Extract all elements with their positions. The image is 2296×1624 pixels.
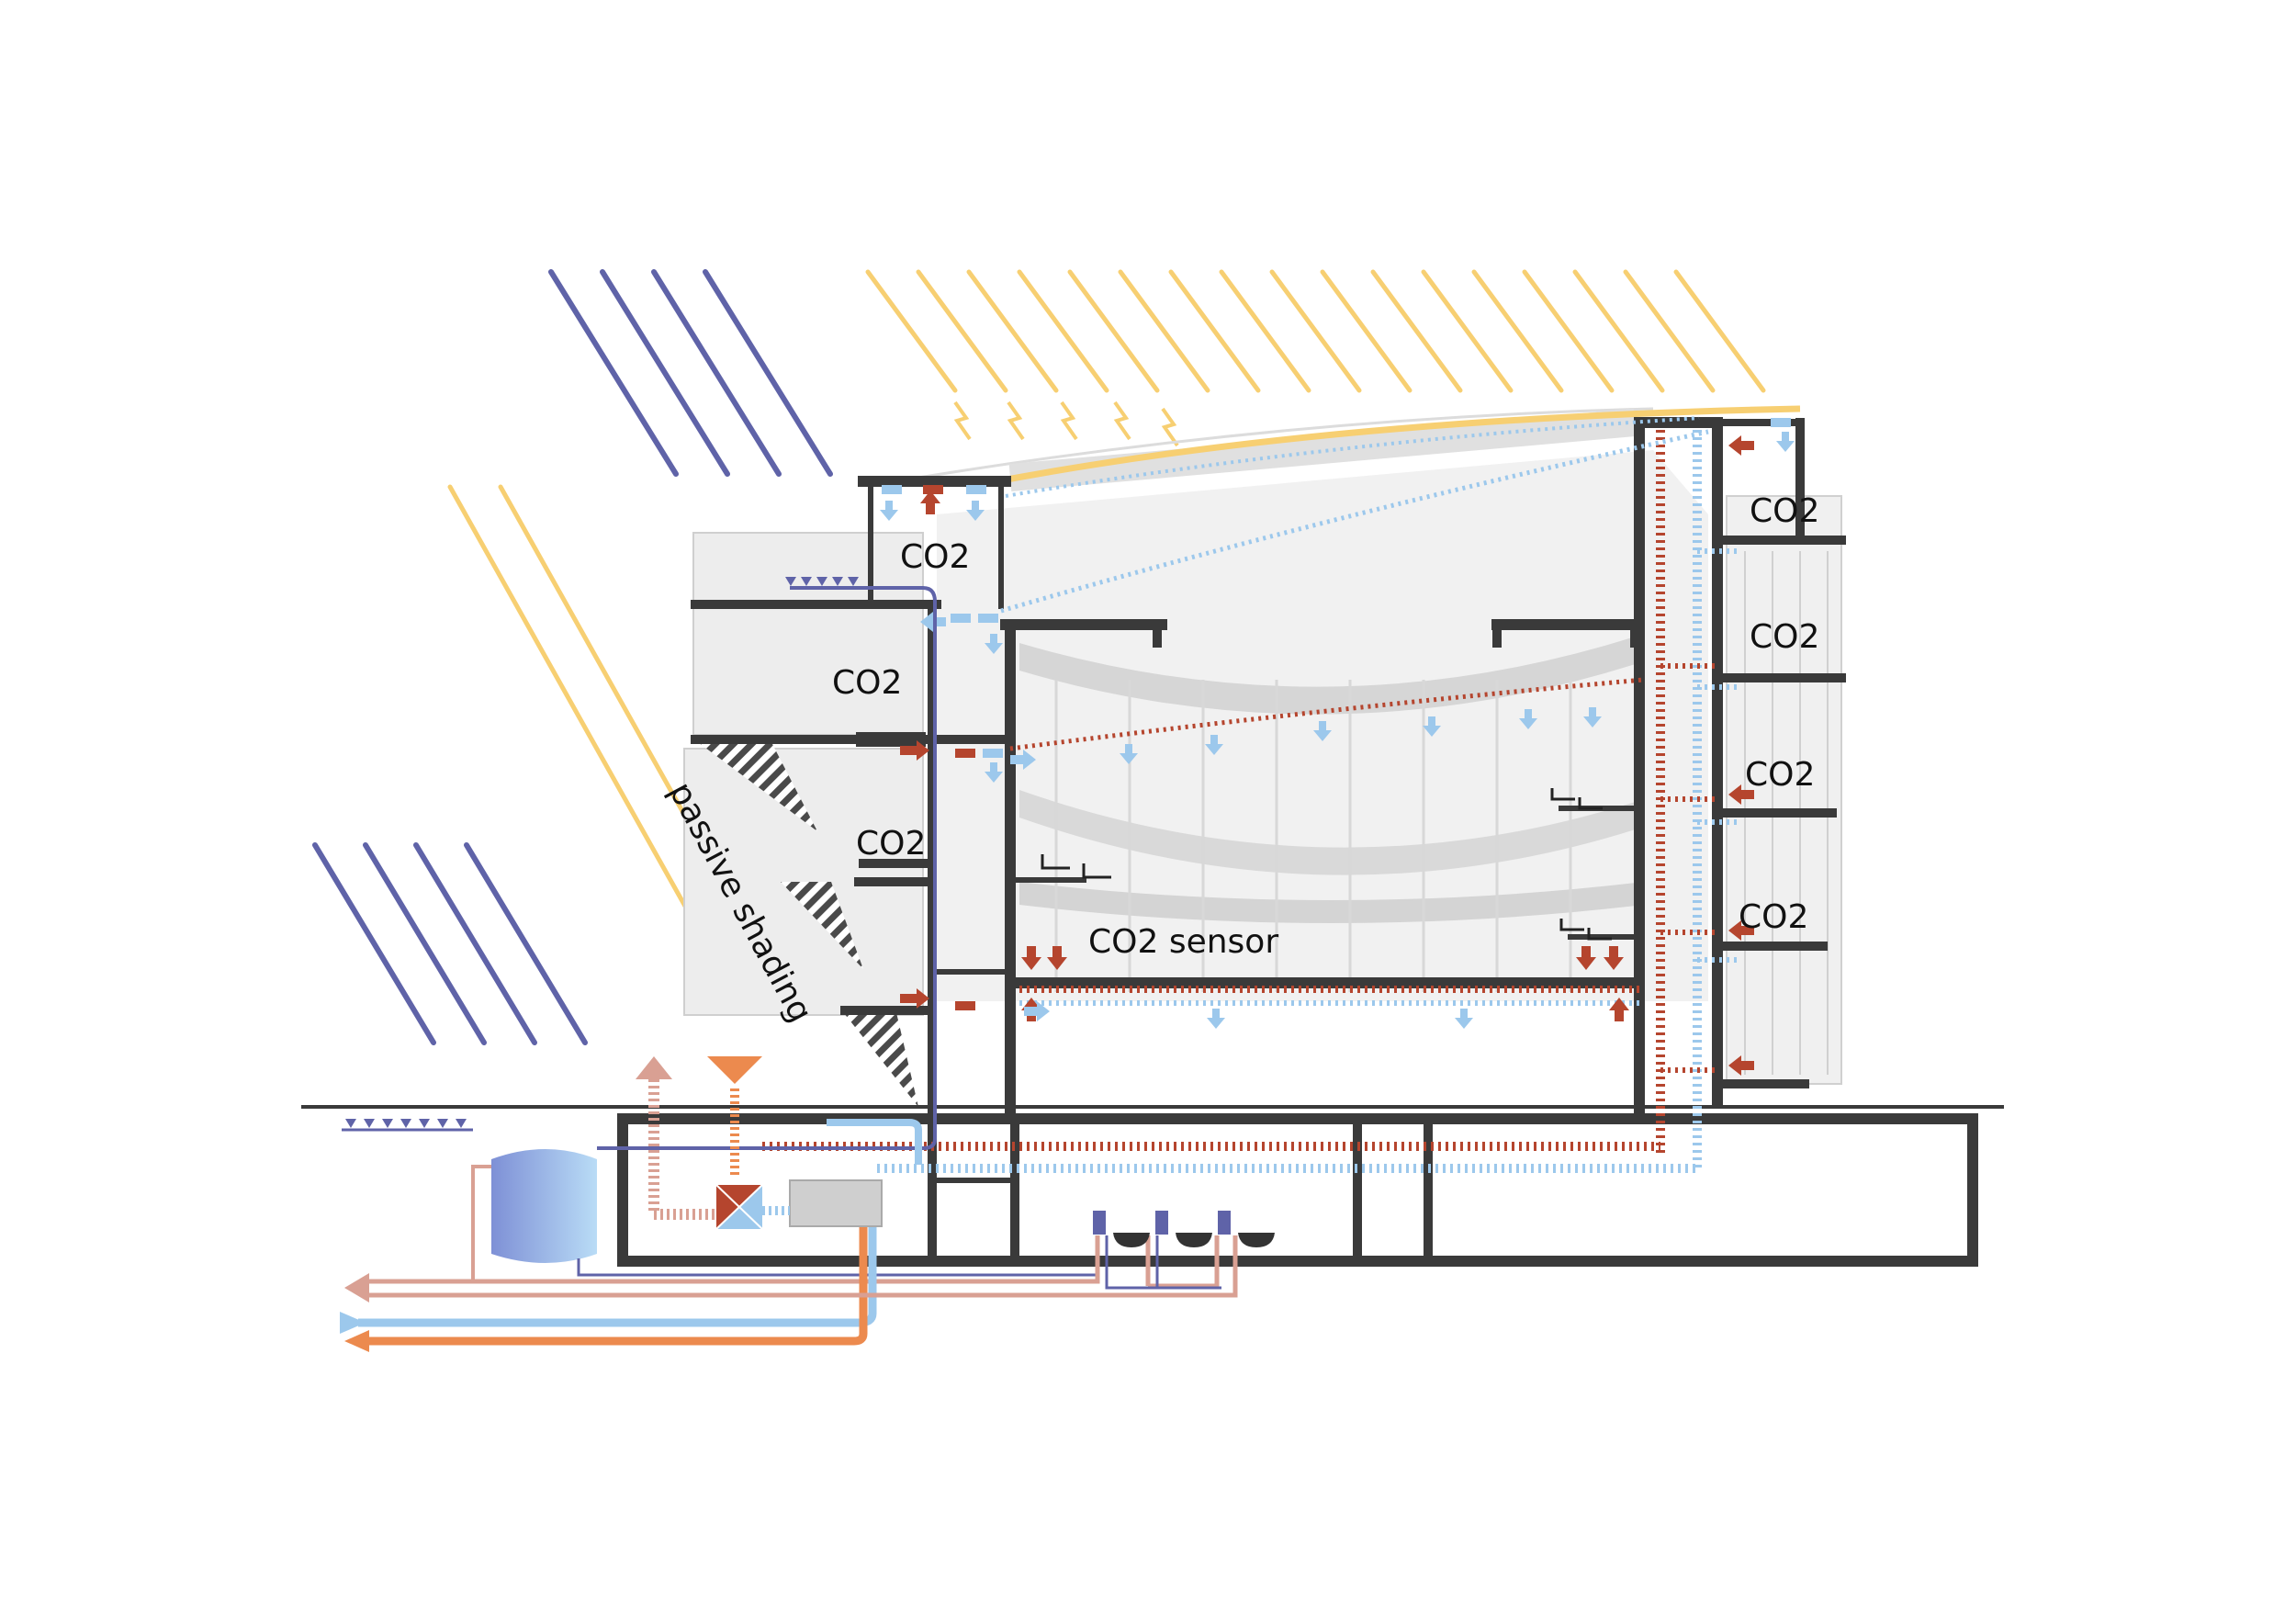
co2-label-right-1: CO2 <box>1750 492 1819 530</box>
air-handling-unit <box>789 1179 883 1227</box>
co2-label-top-left: CO2 <box>900 538 970 576</box>
building-structure <box>301 417 2004 1267</box>
cistern-icon <box>491 1149 597 1263</box>
passive-shading-hatch <box>698 742 918 1107</box>
step-markers <box>1041 788 1612 941</box>
exhaust-air-up-arrow <box>636 1056 672 1079</box>
sun-rays <box>447 269 1766 981</box>
return-outlet-arrow <box>344 1273 369 1303</box>
pump-units <box>1093 1211 1275 1247</box>
co2-label-left-upper: CO2 <box>832 664 902 702</box>
co2-label-right-3: CO2 <box>1745 756 1815 794</box>
heat-exchanger-icon <box>715 1184 763 1230</box>
hot-outlet-arrow <box>344 1330 369 1352</box>
lightning-icon <box>953 400 1179 447</box>
cool-air-roof-upper <box>1005 416 1700 498</box>
fresh-air-intake-arrow <box>707 1056 762 1084</box>
warm-return-pipe <box>367 1235 1238 1298</box>
cold-inlet-arrow <box>340 1312 366 1334</box>
tower-branches <box>1660 548 1740 1073</box>
warm-air-arrows <box>900 435 1754 1076</box>
co2-label-left-lower: CO2 <box>856 825 926 863</box>
rain-collection-markers <box>345 577 859 1128</box>
solar-roof <box>991 405 1801 486</box>
tank-outlet-pipe <box>577 1235 1099 1277</box>
cold-water-pipe <box>827 1119 922 1165</box>
rain-rays <box>312 269 833 1045</box>
rainwater-downpipe <box>597 586 937 1150</box>
duct-vents <box>882 418 1791 1010</box>
pipe-bundle <box>367 1235 1221 1290</box>
co2-label-right-2: CO2 <box>1750 618 1819 656</box>
return-pipe <box>367 1165 491 1283</box>
exhaust-air-duct <box>648 1079 716 1220</box>
co2-sensor-label: CO2 sensor <box>1088 923 1278 961</box>
co2-label-right-4: CO2 <box>1739 898 1808 936</box>
cool-air-roof-duct <box>1000 429 1709 614</box>
